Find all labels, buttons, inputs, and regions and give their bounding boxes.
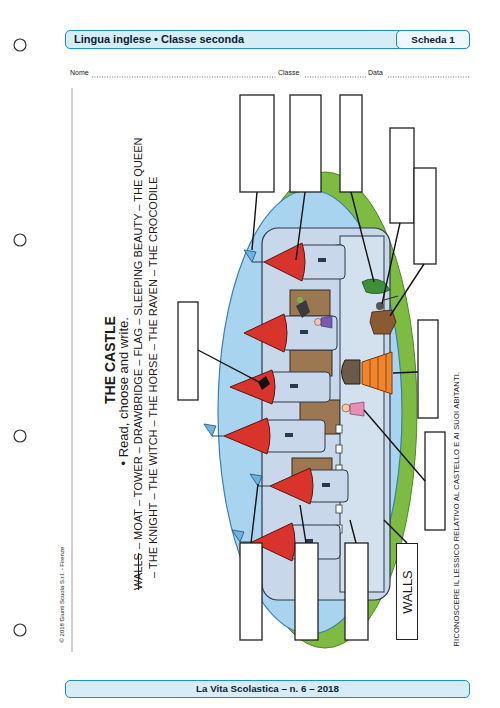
box-text: Scheda 1 (397, 31, 469, 48)
answer-box: WALLS (396, 543, 418, 640)
copyright-note: © 2018 Giunti Scuola S.r.l. - Firenze (58, 442, 67, 642)
word-list: WALLS – MOAT – TOWER – DRAWBRIDGE – FLAG … (131, 0, 145, 590)
word-list-line: – THE KNIGHT – THE WITCH – THE HORSE – T… (146, 0, 160, 578)
crossed-word: WALLS (132, 553, 144, 590)
field-label: Data (368, 68, 383, 77)
field-label: Nome (70, 68, 89, 77)
footer-band: La Vita Scolastica – n. 6 – 2018 (65, 680, 470, 698)
box-text: Lingua inglese • Classe seconda (74, 31, 244, 48)
box-text: La Vita Scolastica – n. 6 – 2018 (66, 681, 469, 697)
header-band: Lingua inglese • Classe seconda Scheda 1 (65, 30, 470, 49)
word-list-line: – MOAT – TOWER – DRAWBRIDGE – FLAG – SLE… (132, 138, 144, 550)
box-text: WALLS (400, 570, 415, 614)
sheet-number-box: Scheda 1 (396, 30, 470, 49)
objective-note: RICONOSCERE IL LESSICO RELATIVO AL CASTE… (451, 326, 462, 646)
instruction: • Read, choose and write. (116, 0, 131, 465)
field-label: Classe (278, 68, 299, 77)
